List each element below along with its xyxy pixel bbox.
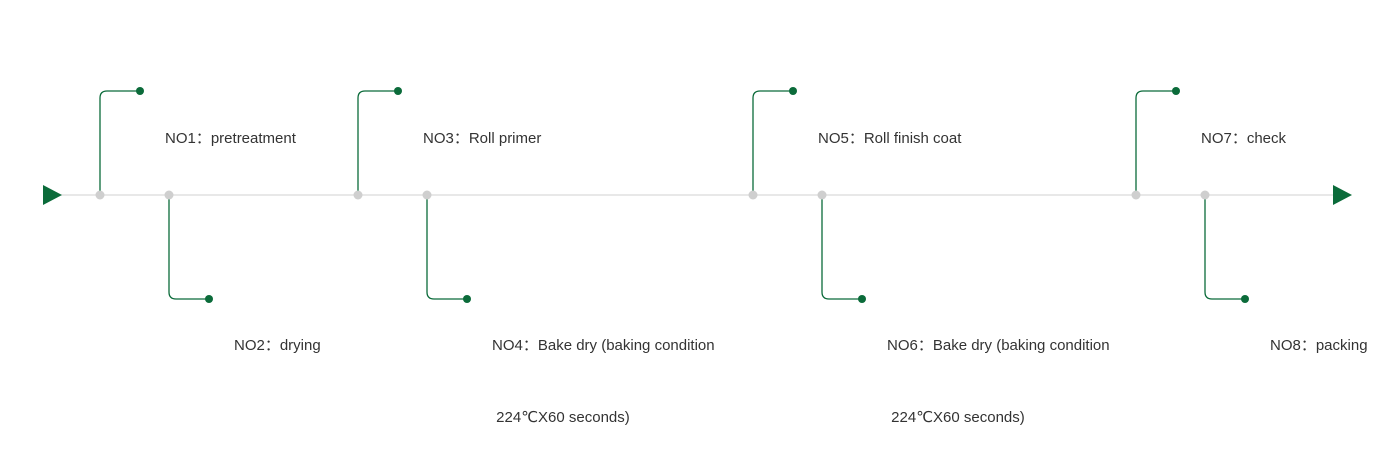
end-arrow-icon	[1333, 185, 1352, 205]
step-connector-1	[95, 87, 144, 200]
step-node-2	[164, 190, 174, 200]
step-detail: 224℃X60 seconds)	[887, 409, 1025, 426]
step-node-6	[817, 190, 827, 200]
step-dot-6	[858, 295, 866, 303]
step-node-3	[353, 190, 363, 200]
step-connector-3	[353, 87, 402, 200]
step-label-5: NO5：Roll finish coat	[818, 79, 961, 175]
start-arrow-icon	[43, 185, 62, 205]
step-label-8: NO8：packing	[1270, 286, 1368, 382]
step-dot-1	[136, 87, 144, 95]
step-dot-5	[789, 87, 797, 95]
step-dot-4	[463, 295, 471, 303]
step-title: NO6：Bake dry (baking condition	[887, 337, 1110, 354]
step-node-7	[1131, 190, 1141, 200]
step-label-3: NO3：Roll primer	[423, 79, 541, 175]
step-label-4: NO4：Bake dry (baking condition 224℃X60 s…	[492, 286, 715, 454]
step-title: NO4：Bake dry (baking condition	[492, 337, 715, 354]
step-connector-5	[748, 87, 797, 200]
step-node-8	[1200, 190, 1210, 200]
step-dot-8	[1241, 295, 1249, 303]
step-node-4	[422, 190, 432, 200]
step-label-7: NO7：check	[1201, 79, 1286, 175]
step-title: NO1：pretreatment	[165, 130, 296, 147]
step-title: NO5：Roll finish coat	[818, 130, 962, 147]
step-connector-8	[1200, 190, 1249, 303]
step-node-5	[748, 190, 758, 200]
step-detail: 224℃X60 seconds)	[492, 409, 630, 426]
step-dot-7	[1172, 87, 1180, 95]
step-connector-4	[422, 190, 471, 303]
process-timeline	[43, 87, 1352, 303]
step-title: NO3：Roll primer	[423, 130, 542, 147]
step-dot-2	[205, 295, 213, 303]
step-title: NO8：packing	[1270, 337, 1368, 354]
step-label-2: NO2：drying	[234, 286, 321, 382]
step-connector-2	[164, 190, 213, 303]
step-dot-3	[394, 87, 402, 95]
step-connector-7	[1131, 87, 1180, 200]
step-label-1: NO1：pretreatment	[165, 79, 296, 175]
step-label-6: NO6：Bake dry (baking condition 224℃X60 s…	[887, 286, 1110, 454]
step-node-1	[95, 190, 105, 200]
step-title: NO7：check	[1201, 130, 1287, 147]
step-connector-6	[817, 190, 866, 303]
step-title: NO2：drying	[234, 337, 321, 354]
